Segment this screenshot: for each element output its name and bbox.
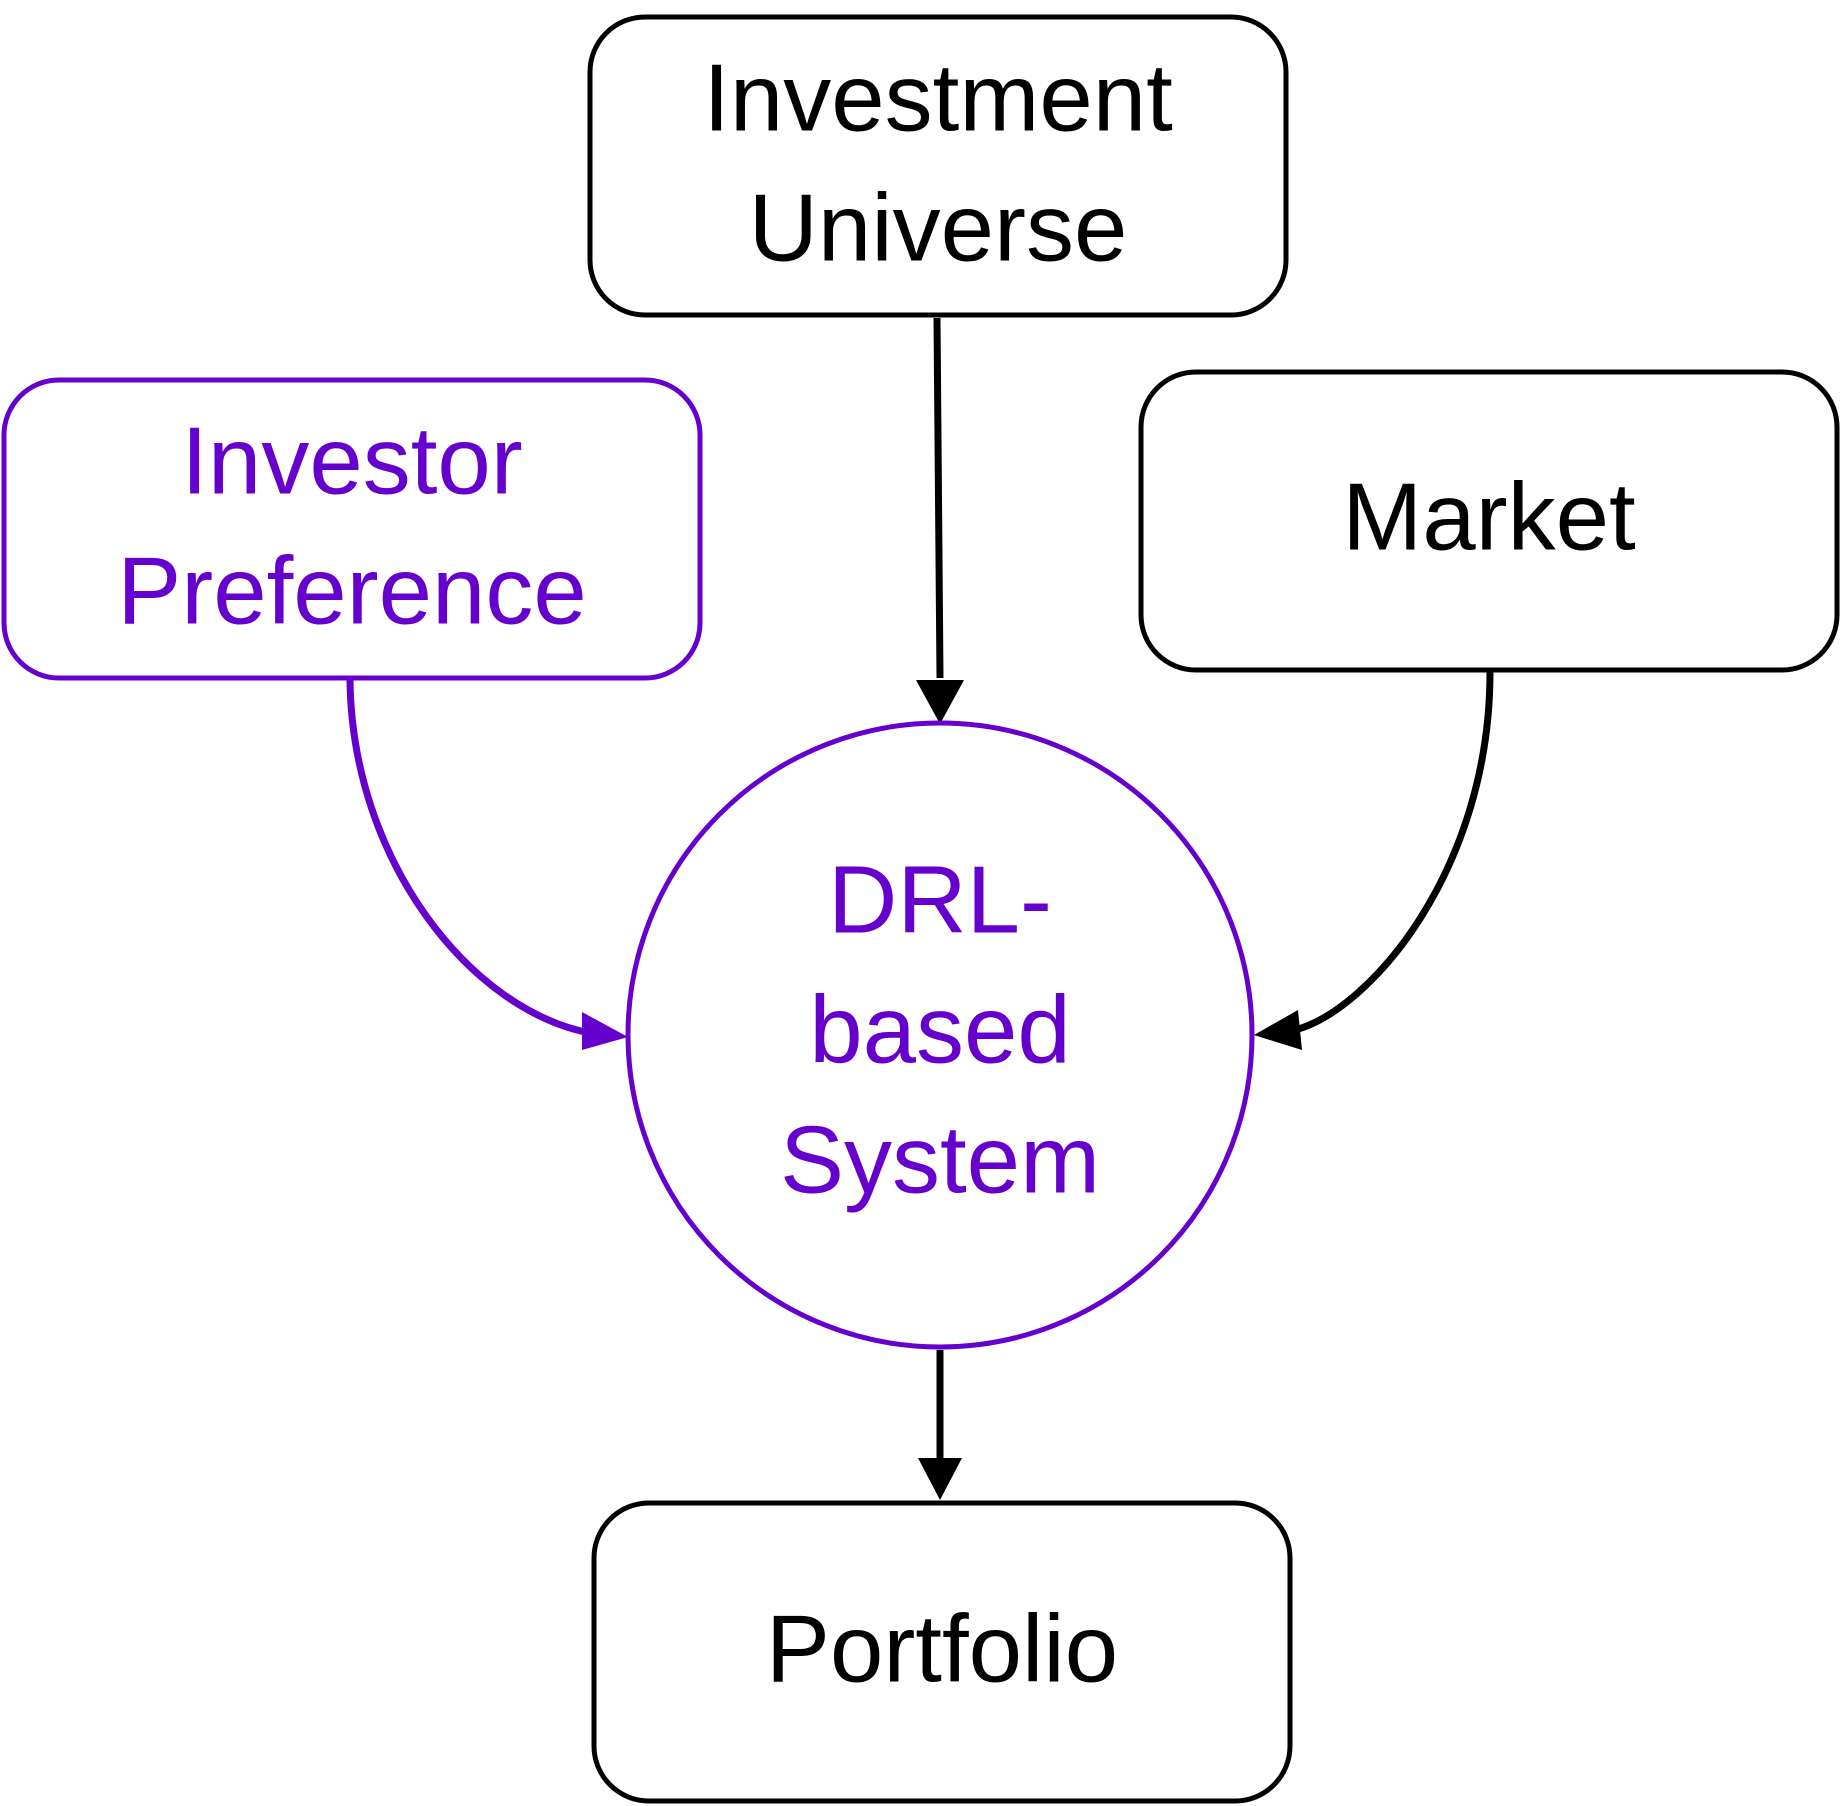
node-portfolio: Portfolio — [591, 1500, 1293, 1804]
investment-universe-line1: Investment — [703, 44, 1173, 151]
investor-preference-line2: Preference — [117, 537, 587, 644]
market-label: Market — [1342, 463, 1635, 570]
node-market: Market — [1138, 369, 1840, 673]
arrowhead-portfolio — [918, 1458, 962, 1500]
node-investor-preference: Investor Preference — [1, 377, 703, 681]
investment-universe-box — [587, 14, 1289, 318]
drl-system-circle — [625, 720, 1255, 1350]
drl-system-line1: DRL- — [828, 846, 1052, 953]
arrowhead-investor-preference — [582, 1012, 628, 1050]
investment-universe-line2: Universe — [749, 174, 1128, 281]
portfolio-label: Portfolio — [766, 1595, 1118, 1702]
arrowhead-investment-universe — [916, 680, 964, 724]
investor-preference-box — [1, 377, 703, 681]
arrowhead-market — [1254, 1010, 1302, 1050]
investor-preference-line1: Investor — [181, 407, 522, 514]
drl-system-line2: based — [809, 976, 1071, 1083]
edge-investor-preference-to-drl — [346, 679, 591, 1037]
node-investment-universe: Investment Universe — [587, 14, 1289, 318]
node-drl-system: DRL- based System — [625, 720, 1255, 1350]
market-box — [1138, 369, 1840, 673]
portfolio-box — [591, 1500, 1293, 1804]
edge-market-to-drl — [1294, 671, 1494, 1034]
drl-system-line3: System — [780, 1106, 1100, 1213]
edge-investment-universe-to-drl — [933, 317, 944, 679]
